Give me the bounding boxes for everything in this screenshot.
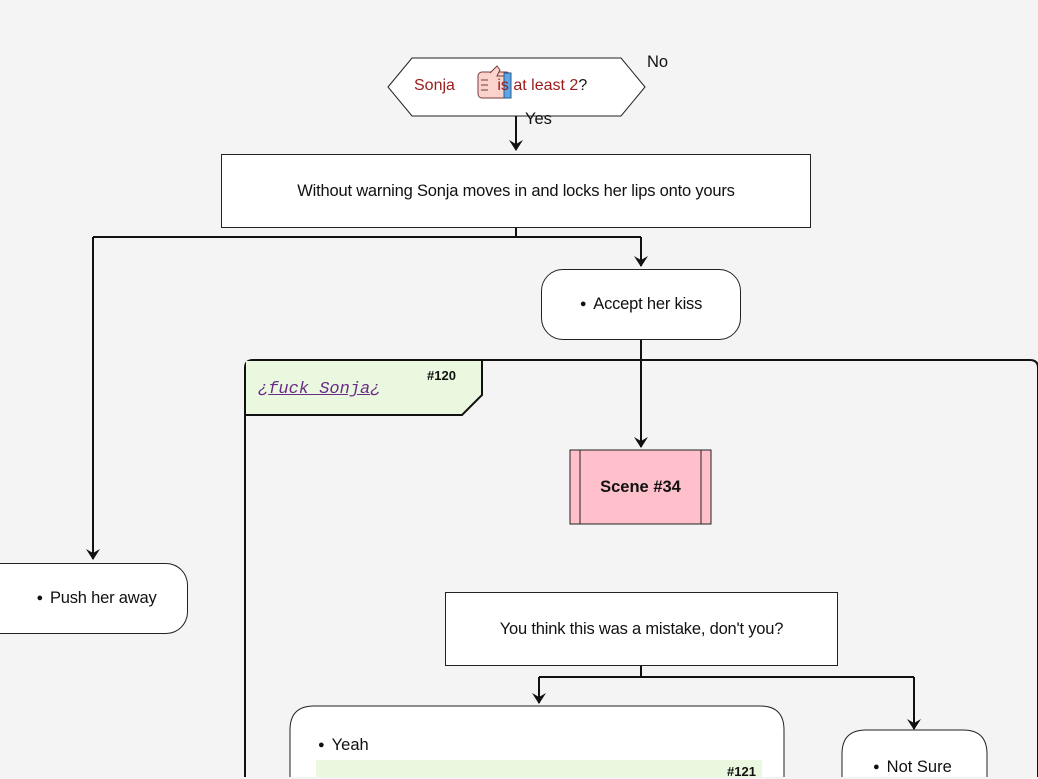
scene-label: Scene #34 xyxy=(600,478,681,496)
yes-label: Yes xyxy=(525,110,552,128)
partition-title[interactable]: ¿fuck Sonja¿ xyxy=(258,380,380,399)
partition-tag: #120 xyxy=(427,368,456,383)
question-box: You think this was a mistake, don't you? xyxy=(445,592,838,666)
scene-box xyxy=(569,449,712,525)
inner-partition-header xyxy=(316,760,762,777)
decision-label: Sonja is at least 2? xyxy=(414,77,587,95)
choice-accept-kiss[interactable]: Accept her kiss xyxy=(541,269,741,340)
action-text: Without warning Sonja moves in and locks… xyxy=(297,181,735,200)
choice-not-sure[interactable]: Not Sure xyxy=(873,758,952,777)
decision-prefix: Sonja xyxy=(414,77,455,94)
inner-partition-tag: #121 xyxy=(727,764,756,779)
accept-kiss-label: Accept her kiss xyxy=(580,295,702,314)
decision-diamond xyxy=(387,57,646,117)
action-box: Without warning Sonja moves in and locks… xyxy=(221,154,811,228)
no-label: No xyxy=(647,53,669,71)
partition-open-mark: ¿ xyxy=(258,380,269,399)
push-away-label: Push her away xyxy=(37,589,157,608)
decision-condition: is at least 2 xyxy=(497,77,579,94)
partition-title-link[interactable]: fuck Sonja xyxy=(268,380,371,399)
partition-close-mark: ¿ xyxy=(370,380,381,399)
yeah-box xyxy=(289,705,785,777)
partition-header-tab xyxy=(246,361,482,415)
question-text: You think this was a mistake, don't you? xyxy=(499,619,784,638)
choice-yeah[interactable]: Yeah xyxy=(318,736,369,755)
choice-push-away[interactable]: Push her away xyxy=(0,563,188,634)
decision-suffix: ? xyxy=(578,77,588,94)
thumbs-up-icon xyxy=(477,65,512,99)
